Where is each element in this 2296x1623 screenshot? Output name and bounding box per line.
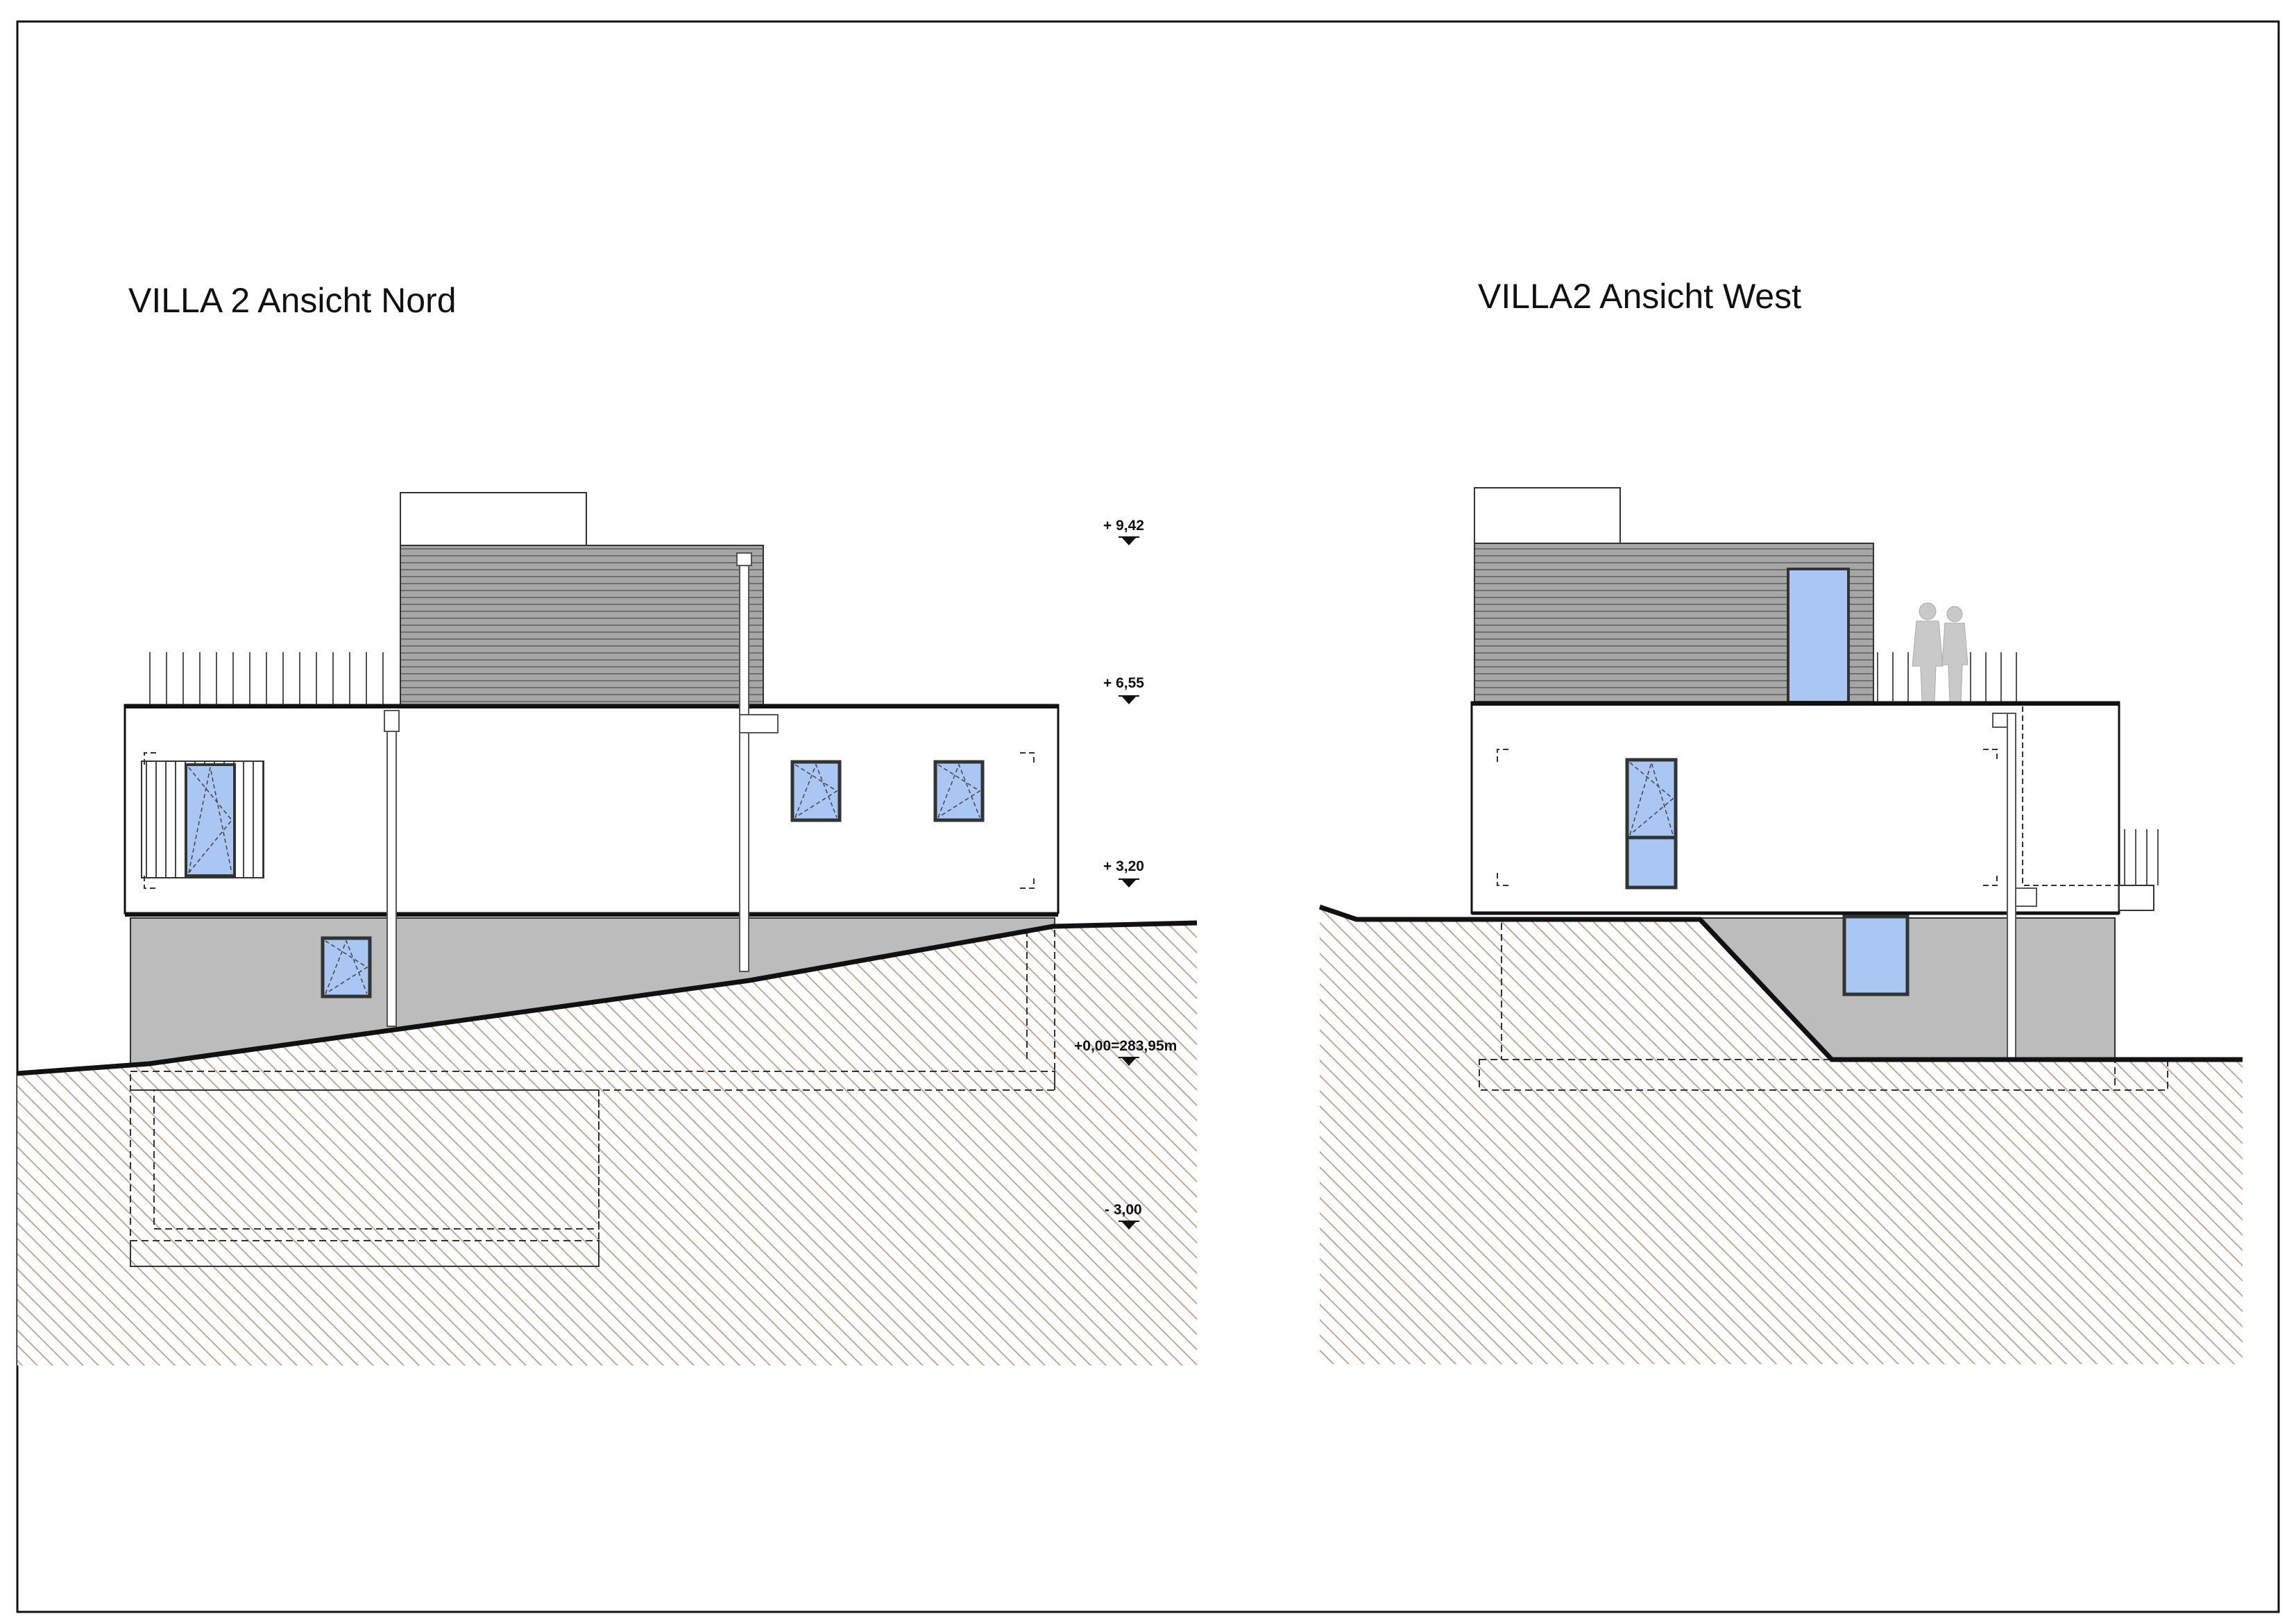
- west-soil: [1320, 907, 2243, 1364]
- level-label-ground-zero: +0,00=283,95m: [1074, 1038, 1177, 1054]
- north-roof-box: [400, 492, 587, 546]
- west-roof-railing: [1877, 652, 2017, 702]
- north-downpipes: [384, 552, 779, 1027]
- west-window-basement: [1842, 915, 1910, 996]
- north-view-title: VILLA 2 Ansicht Nord: [128, 281, 457, 320]
- north-corner-marks: [144, 752, 1035, 889]
- north-window-basement: [321, 936, 372, 999]
- north-roof-railing: [149, 652, 384, 705]
- north-window-upper-2: [933, 760, 985, 822]
- level-label-basement: - 3,00: [1105, 1202, 1142, 1218]
- level-marker-icon: [1122, 1222, 1136, 1230]
- west-foundation-outline: [1479, 923, 2168, 1091]
- north-window-upper-1: [790, 760, 842, 822]
- level-marker-icon: [1122, 880, 1136, 887]
- west-roof-box: [1474, 487, 1621, 544]
- west-roof-door: [1787, 568, 1850, 704]
- north-soil: [17, 923, 1197, 1366]
- north-level-markers: + 9,42 + 6,55 + 3,20 +0,00=283,95m - 3,0…: [1074, 518, 1177, 1230]
- north-ground-line: [17, 920, 1198, 1076]
- west-corner-marks: [1497, 706, 2119, 886]
- people-icon: [1912, 602, 1968, 703]
- north-elevation: VILLA 2 Ansicht Nord: [17, 281, 1198, 1366]
- west-ground-line: [1318, 904, 2243, 1062]
- level-label-upper-floor: + 3,20: [1103, 858, 1144, 874]
- north-roof-siding: [400, 545, 764, 706]
- level-label-roof-top: + 9,42: [1103, 518, 1144, 534]
- west-view-title: VILLA2 Ansicht West: [1478, 277, 1801, 316]
- sheet-border: [16, 20, 2280, 1613]
- north-foundation-outline: [130, 930, 1055, 1267]
- north-window-tall: [185, 763, 236, 877]
- west-side-balcony: [2118, 829, 2159, 911]
- level-marker-icon: [1122, 697, 1136, 704]
- level-label-roof-terrace: + 6,55: [1103, 675, 1144, 691]
- level-marker-icon: [1122, 1058, 1136, 1066]
- west-elevation: VILLA2 Ansicht West: [1318, 277, 2243, 1364]
- north-upper-floor: [124, 704, 1060, 915]
- level-marker-icon: [1122, 538, 1136, 545]
- west-window-upper: [1625, 758, 1678, 890]
